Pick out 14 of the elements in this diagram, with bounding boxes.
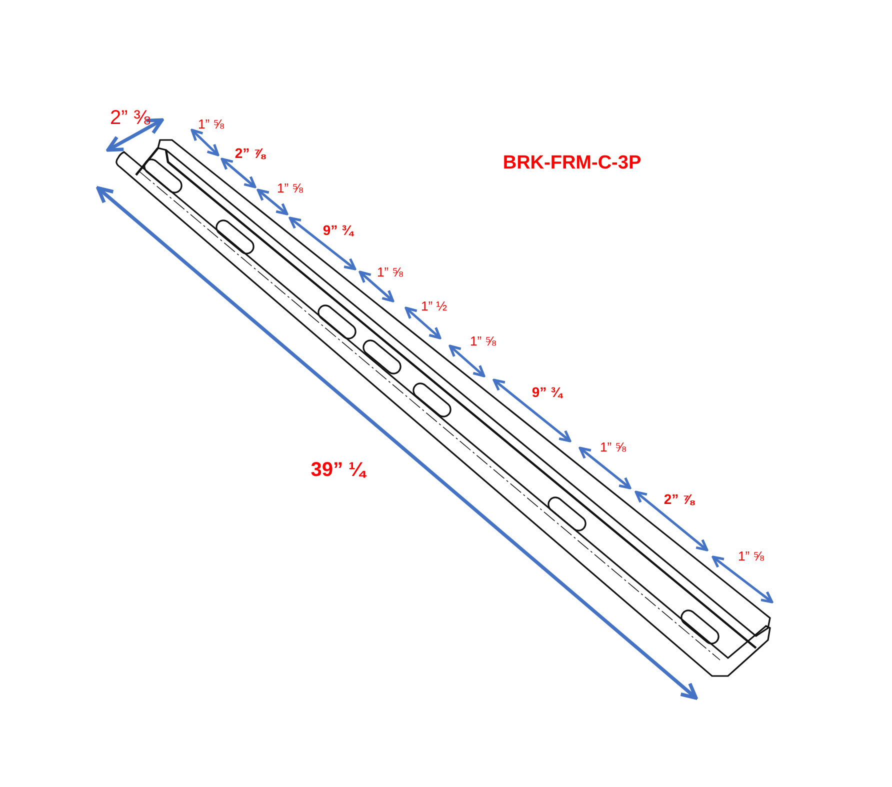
dimension-label: 9” ¾ [322,223,354,237]
dimension-label: 1” ⅝ [738,550,764,562]
dimension-label: 1” ⅝ [277,182,303,194]
dimension-label: 9” ¾ [532,385,562,399]
dimension-label: 1” ⅝ [198,118,224,130]
part-number: BRK-FRM-C-3P [502,154,642,172]
dimension-label: 1” ⅝ [377,266,403,278]
dimension-label: 39” ¼ [310,460,366,480]
dimension-label: 1” ⅝ [470,334,496,348]
dimension-label: 1” ½ [421,300,447,312]
dimension-label: 2” ⅞ [234,146,266,160]
dimension-label: 2” ⅜ [110,108,150,128]
dimension-label: 2” ⅞ [664,492,694,506]
dimension-label: 1” ⅝ [600,440,626,454]
